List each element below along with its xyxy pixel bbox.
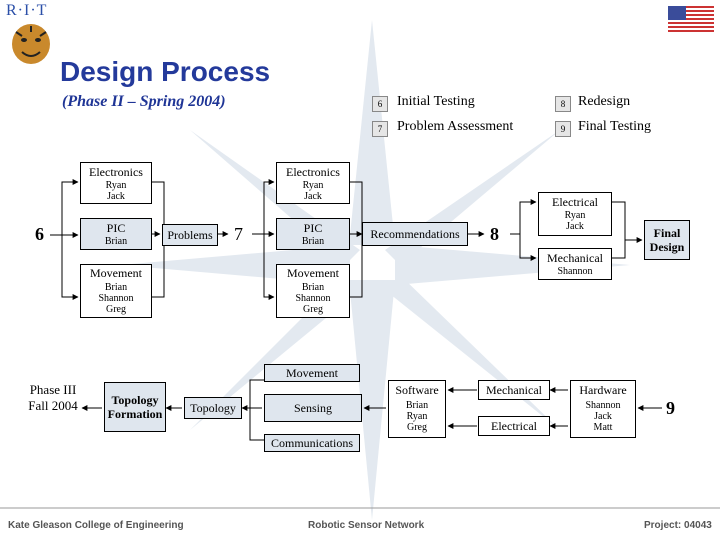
hardware-title: Hardware: [579, 383, 627, 397]
communications-box: Communications: [264, 434, 360, 452]
legend-label-problem-assessment: Problem Assessment: [397, 119, 514, 134]
footer-project-name: Robotic Sensor Network: [308, 520, 425, 531]
electronics-2-name: Ryan: [302, 180, 324, 191]
footer-college: Kate Gleason College of Engineering: [8, 520, 184, 531]
legend-num-9: 9: [555, 121, 571, 137]
software-name: Greg: [407, 422, 427, 433]
mechanical-bottom-box: Mechanical: [478, 380, 550, 400]
movement-bottom-box: Movement: [264, 364, 360, 382]
legend-label-redesign: Redesign: [578, 94, 631, 109]
electronics-2-name: Jack: [304, 191, 322, 202]
movement-2-name: Brian: [301, 282, 325, 293]
communications-label: Communications: [271, 436, 353, 450]
electronics-1-name: Jack: [107, 191, 125, 202]
movement-2-title: Movement: [287, 266, 339, 280]
step-6-number: 6: [35, 224, 44, 244]
electronics-1-name: Ryan: [105, 180, 127, 191]
movement-bottom-label: Movement: [286, 366, 338, 380]
sensing-box: Sensing: [264, 394, 362, 422]
electrical-bottom-box: Electrical: [478, 416, 550, 436]
topology-label: Topology: [190, 401, 236, 415]
mechanical-name: Shannon: [557, 266, 593, 277]
mechanical-title: Mechanical: [547, 251, 603, 265]
topology-box: Topology: [184, 397, 242, 419]
step-9-number: 9: [666, 398, 675, 418]
software-name: Brian: [405, 400, 429, 411]
legend-label-initial-testing: Initial Testing: [397, 94, 475, 109]
software-box: Software Brian Ryan Greg: [388, 380, 446, 438]
pic-1-title: PIC: [106, 221, 126, 235]
pic-1-name: Brian: [104, 236, 128, 247]
problems-box: Problems: [162, 224, 218, 246]
phase-3-label: Phase III Fall 2004: [28, 382, 78, 413]
us-flag-icon: [668, 6, 714, 32]
problems-label: Problems: [167, 228, 213, 242]
electrical-bottom-label: Electrical: [491, 419, 537, 433]
movement-1-title: Movement: [90, 266, 142, 280]
pic-2-title: PIC: [303, 221, 323, 235]
footer-project-number: Project: 04043: [644, 520, 712, 531]
rit-logo-text: R·I·T: [6, 2, 48, 19]
mechanical-bottom-label: Mechanical: [486, 383, 542, 397]
electrical-name: Ryan: [564, 210, 586, 221]
legend-num-6: 6: [372, 96, 388, 112]
movement-2-name: Greg: [303, 304, 323, 315]
movement-1-name: Shannon: [98, 293, 134, 304]
electrical-box: Electrical Ryan Jack: [538, 192, 612, 236]
tiger-logo-icon: [12, 24, 50, 64]
electronics-1-title: Electronics: [89, 165, 143, 179]
step-8-number: 8: [490, 224, 499, 244]
electronics-2-title: Electronics: [286, 165, 340, 179]
movement-2-name: Shannon: [295, 293, 331, 304]
pic-box-2: PIC Brian: [276, 218, 350, 250]
electronics-box-1: Electronics Ryan Jack: [80, 162, 152, 204]
final-design-label: Final Design: [649, 226, 685, 254]
legend-label-final-testing: Final Testing: [578, 119, 652, 134]
software-name: Ryan: [406, 411, 428, 422]
final-design-box: Final Design: [644, 220, 690, 260]
pic-2-name: Brian: [301, 236, 325, 247]
electrical-title: Electrical: [552, 195, 598, 209]
legend-num-8: 8: [555, 96, 571, 112]
sensing-label: Sensing: [293, 401, 332, 415]
recommendations-label: Recommendations: [370, 227, 460, 241]
step-7-number: 7: [234, 224, 243, 244]
topology-formation-label: Topology Formation: [107, 393, 163, 421]
hardware-name: Matt: [593, 422, 613, 433]
recommendations-box: Recommendations: [362, 222, 468, 246]
movement-box-2: Movement Brian Shannon Greg: [276, 264, 350, 318]
topology-formation-box: Topology Formation: [104, 382, 166, 432]
legend-num-7: 7: [372, 121, 388, 137]
electrical-name: Jack: [566, 221, 584, 232]
page-title: Design Process: [60, 56, 271, 87]
movement-1-name: Greg: [106, 304, 126, 315]
hardware-name: Shannon: [585, 400, 621, 411]
mechanical-box: Mechanical Shannon: [538, 248, 612, 280]
movement-box-1: Movement Brian Shannon Greg: [80, 264, 152, 318]
movement-1-name: Brian: [104, 282, 128, 293]
hardware-box: Hardware Shannon Jack Matt: [570, 380, 636, 438]
hardware-name: Jack: [594, 411, 612, 422]
page-subtitle: (Phase II – Spring 2004): [62, 93, 226, 110]
pic-box-1: PIC Brian: [80, 218, 152, 250]
software-title: Software: [395, 383, 439, 397]
electronics-box-2: Electronics Ryan Jack: [276, 162, 350, 204]
